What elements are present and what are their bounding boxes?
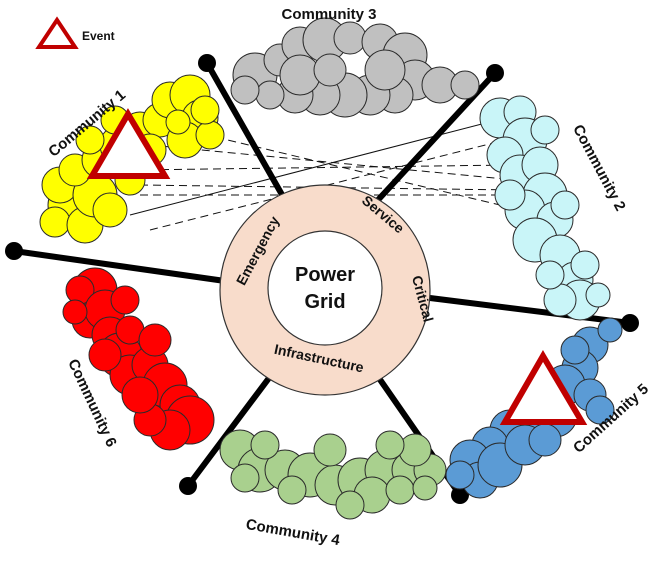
event-triangle-icon [499, 350, 588, 425]
spoke-node [621, 314, 639, 332]
community-3-bubble [450, 70, 480, 100]
spoke-node [5, 242, 23, 260]
community-3-cluster [230, 17, 480, 118]
event-triangle-icon [86, 108, 171, 179]
community-3-bubble [255, 80, 285, 110]
spoke-endpoints [5, 54, 639, 504]
community-4-bubble [385, 475, 415, 505]
community-4-bubble [313, 433, 347, 467]
community-6-bubble [110, 285, 140, 315]
community-2-bubble [570, 250, 600, 280]
community-1-bubble [190, 95, 220, 125]
core-label-line1: Power [295, 264, 355, 286]
community-2-bubble [550, 190, 580, 220]
community-3-bubble [279, 54, 321, 96]
legend: Event [35, 16, 115, 49]
community-4-bubble [277, 475, 307, 505]
community-6-bubble [62, 299, 88, 325]
spoke [204, 60, 288, 203]
community-6-bubble [121, 376, 159, 414]
community-4-bubble [398, 433, 432, 467]
community-4-bubble [250, 430, 280, 460]
community-3-bubble [364, 49, 406, 91]
community-6-bubble [138, 323, 172, 357]
community-5-bubble [560, 335, 590, 365]
community-4-cluster [219, 429, 447, 520]
community-4-bubble [412, 475, 438, 501]
spoke [11, 248, 235, 285]
community-4-bubble [375, 430, 405, 460]
community-6-cluster [62, 267, 215, 451]
community-1-bubble [195, 120, 225, 150]
spoke-node [451, 486, 469, 504]
community-5-bubble [597, 317, 623, 343]
spoke-node [198, 54, 216, 72]
spoke-node [486, 64, 504, 82]
community-5-bubble [445, 460, 475, 490]
community-2-cluster [479, 95, 611, 321]
community-2-bubble [494, 179, 526, 211]
community-3-bubble [230, 75, 260, 105]
spoke [185, 367, 278, 489]
spoke-node [179, 477, 197, 495]
community-4-bubble [335, 490, 365, 520]
community-label: Community 3 [281, 6, 376, 23]
community-3-bubble [333, 21, 367, 55]
spoke [427, 295, 633, 326]
legend-event-label: Event [82, 29, 115, 43]
community-2-bubble [535, 260, 565, 290]
connection-line [134, 164, 511, 171]
community-4-bubble [230, 463, 260, 493]
power-grid-core [267, 230, 383, 346]
community-6-bubble [88, 338, 122, 372]
connection-line [149, 144, 516, 181]
community-5-bubble [528, 423, 562, 457]
community-label: Community 4 [245, 516, 342, 549]
community-3-bubble [313, 53, 347, 87]
community-1-bubble [165, 109, 191, 135]
community-2-bubble [530, 115, 560, 145]
community-5-bubble [585, 395, 615, 425]
community-1-bubble [92, 192, 128, 228]
event-legend-triangle-icon [35, 16, 79, 49]
core-label-line2: Grid [304, 291, 345, 313]
community-1-bubble [75, 125, 105, 155]
community-1-bubble [39, 206, 71, 238]
community-2-bubble [585, 282, 611, 308]
